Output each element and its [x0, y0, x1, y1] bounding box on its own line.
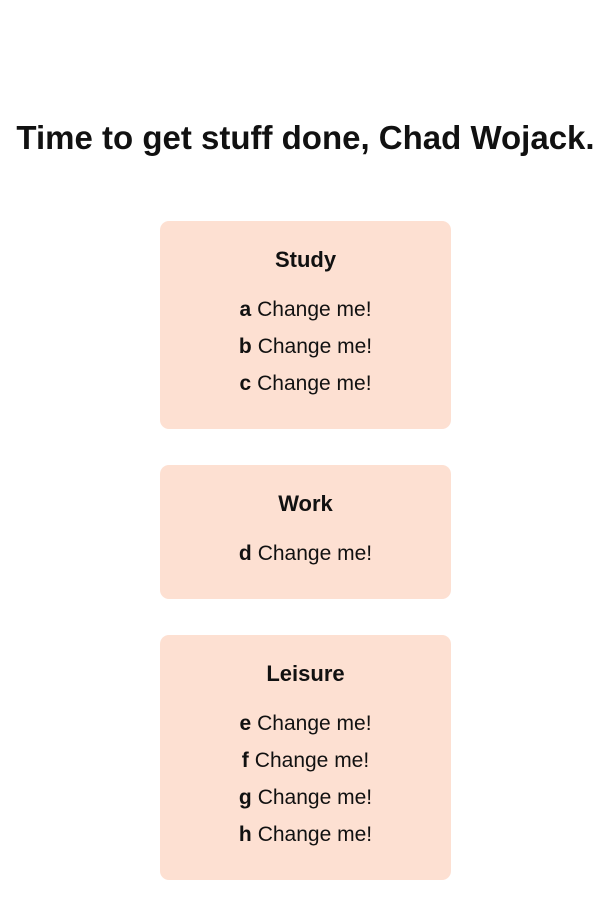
task-label[interactable]: Change me! — [257, 335, 373, 358]
page-title: Time to get stuff done, Chad Wojack. — [16, 119, 595, 156]
task-shortcut-key: e — [239, 712, 252, 735]
task-label[interactable]: Change me! — [257, 712, 372, 735]
task-shortcut-key: f — [241, 749, 249, 772]
task-shortcut-key: h — [238, 823, 252, 846]
task-shortcut-key: b — [238, 335, 252, 358]
category-title-study: Study — [274, 247, 337, 272]
task-label[interactable]: Change me! — [257, 542, 373, 565]
task-shortcut-key: g — [238, 786, 252, 809]
category-title-work: Work — [278, 491, 333, 516]
category-title-leisure: Leisure — [266, 661, 345, 686]
task-label[interactable]: Change me! — [257, 786, 373, 809]
task-shortcut-key: d — [238, 542, 252, 565]
task-shortcut-key: c — [239, 372, 252, 395]
task-label[interactable]: Change me! — [257, 298, 372, 321]
task-shortcut-key: a — [239, 298, 252, 321]
task-label[interactable]: Change me! — [254, 749, 370, 772]
task-label[interactable]: Change me! — [257, 372, 372, 395]
task-label[interactable]: Change me! — [257, 823, 373, 846]
